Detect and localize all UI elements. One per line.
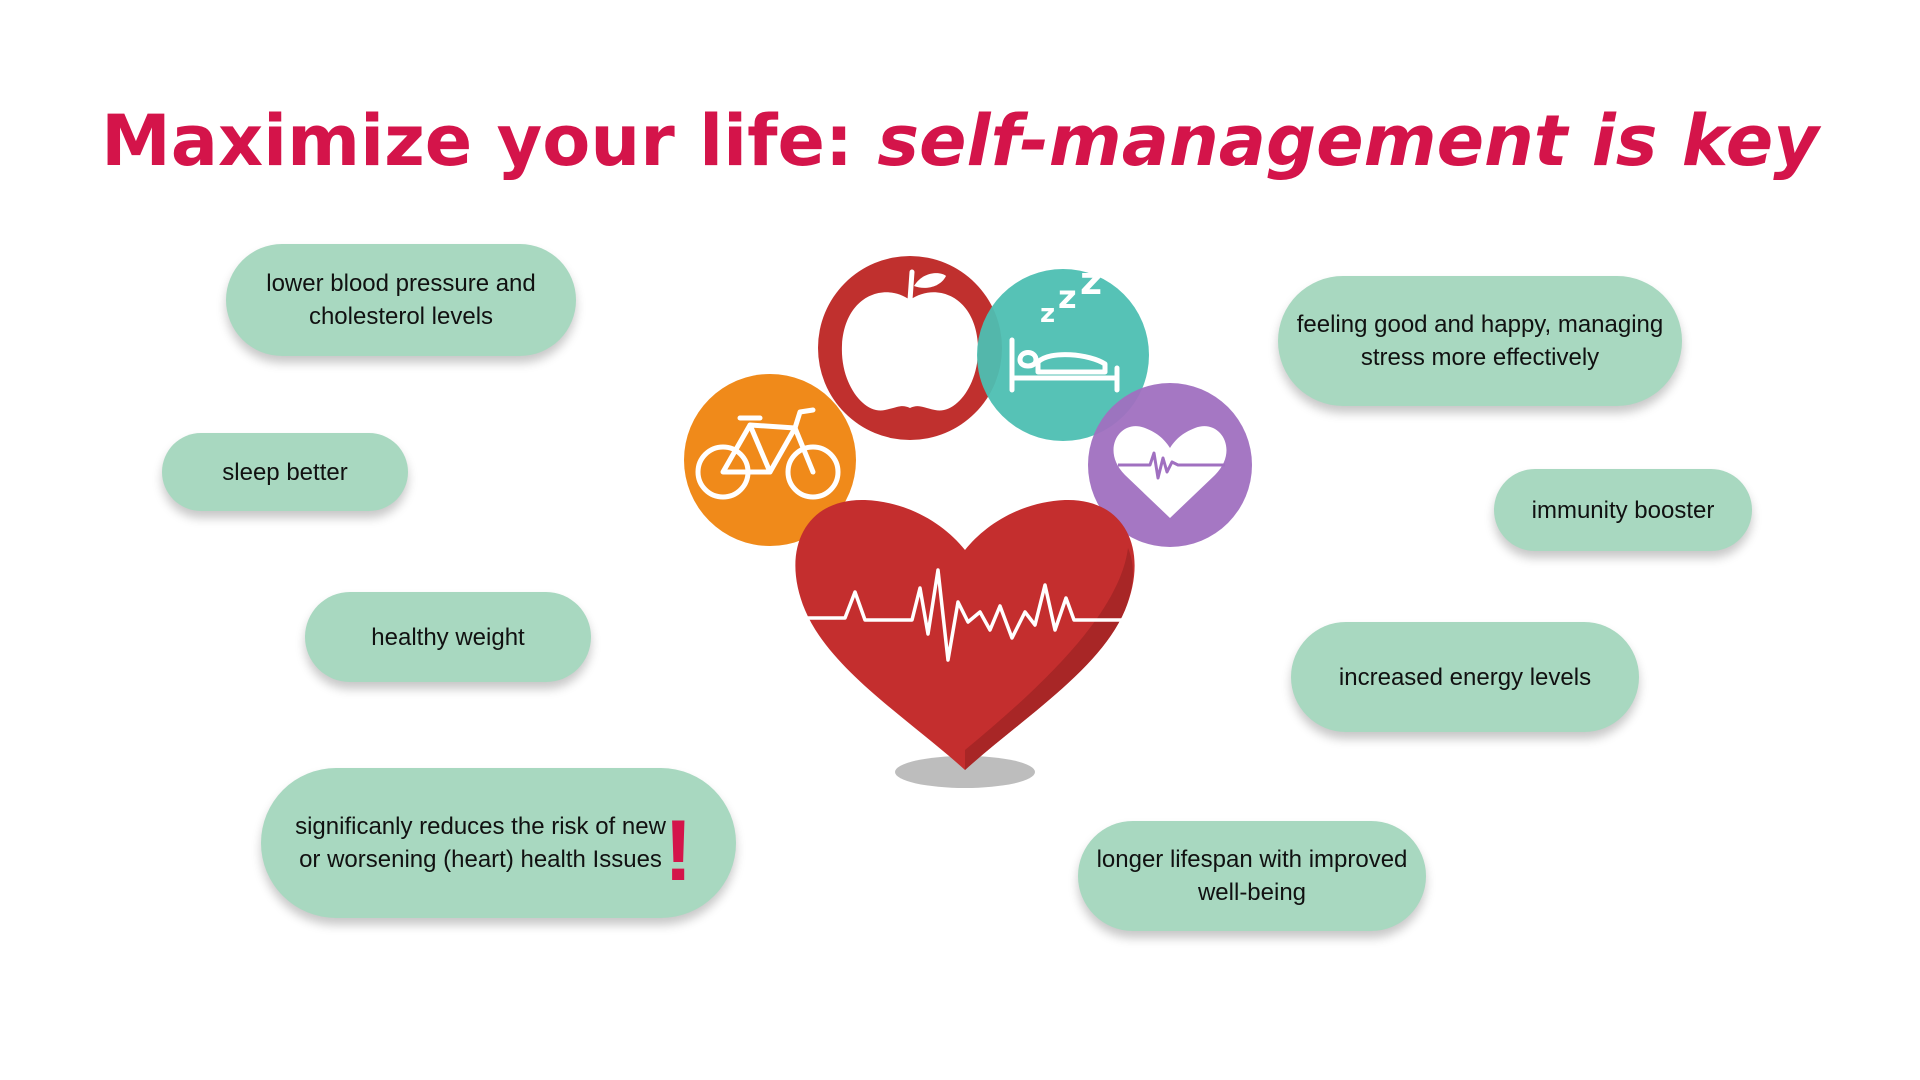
benefit-label: longer lifespan with improved well-being xyxy=(1096,846,1408,906)
benefit-pill-sleep: sleep better xyxy=(162,433,408,511)
bicycle-icon xyxy=(684,374,856,546)
exclamation-mark: ! xyxy=(664,803,693,899)
benefit-label: healthy weight xyxy=(371,623,525,651)
benefit-label: immunity booster xyxy=(1531,496,1715,524)
benefit-pill-health-issues: significanly reduces the risk of new or … xyxy=(261,768,736,918)
heart-pulse-icon xyxy=(1088,383,1252,547)
apple-icon xyxy=(818,256,1002,440)
page-title: Maximize your life: self-management is k… xyxy=(0,99,1920,183)
benefit-pill-immunity: immunity booster xyxy=(1494,469,1752,551)
benefit-label: sleep better xyxy=(222,458,348,486)
benefit-label: increased energy levels xyxy=(1338,663,1592,691)
svg-text:z: z xyxy=(1080,259,1102,303)
benefit-pill-weight: healthy weight xyxy=(305,592,591,682)
benefit-pill-lifespan: longer lifespan with improved well-being xyxy=(1078,821,1426,931)
benefit-pill-energy: increased energy levels xyxy=(1291,622,1639,732)
title-emphasis: self-management is key xyxy=(877,99,1819,182)
benefit-label: feeling good and happy, managing stress … xyxy=(1296,311,1664,371)
heartbeat-heart-icon xyxy=(795,499,1135,770)
health-illustration: z z z xyxy=(684,256,1252,788)
svg-text:z: z xyxy=(1040,299,1055,329)
benefit-pill-mood: feeling good and happy, managing stress … xyxy=(1278,276,1682,406)
title-plain: Maximize your life: xyxy=(101,99,878,182)
svg-text:z: z xyxy=(1058,278,1077,316)
sleep-in-bed-icon: z z z xyxy=(977,259,1149,441)
benefit-pill-blood-pressure: lower blood pressure and cholesterol lev… xyxy=(226,244,576,356)
benefit-label: significanly reduces the risk of new or … xyxy=(295,813,666,873)
benefit-label: lower blood pressure and cholesterol lev… xyxy=(266,270,536,330)
heart-shadow xyxy=(895,756,1035,788)
